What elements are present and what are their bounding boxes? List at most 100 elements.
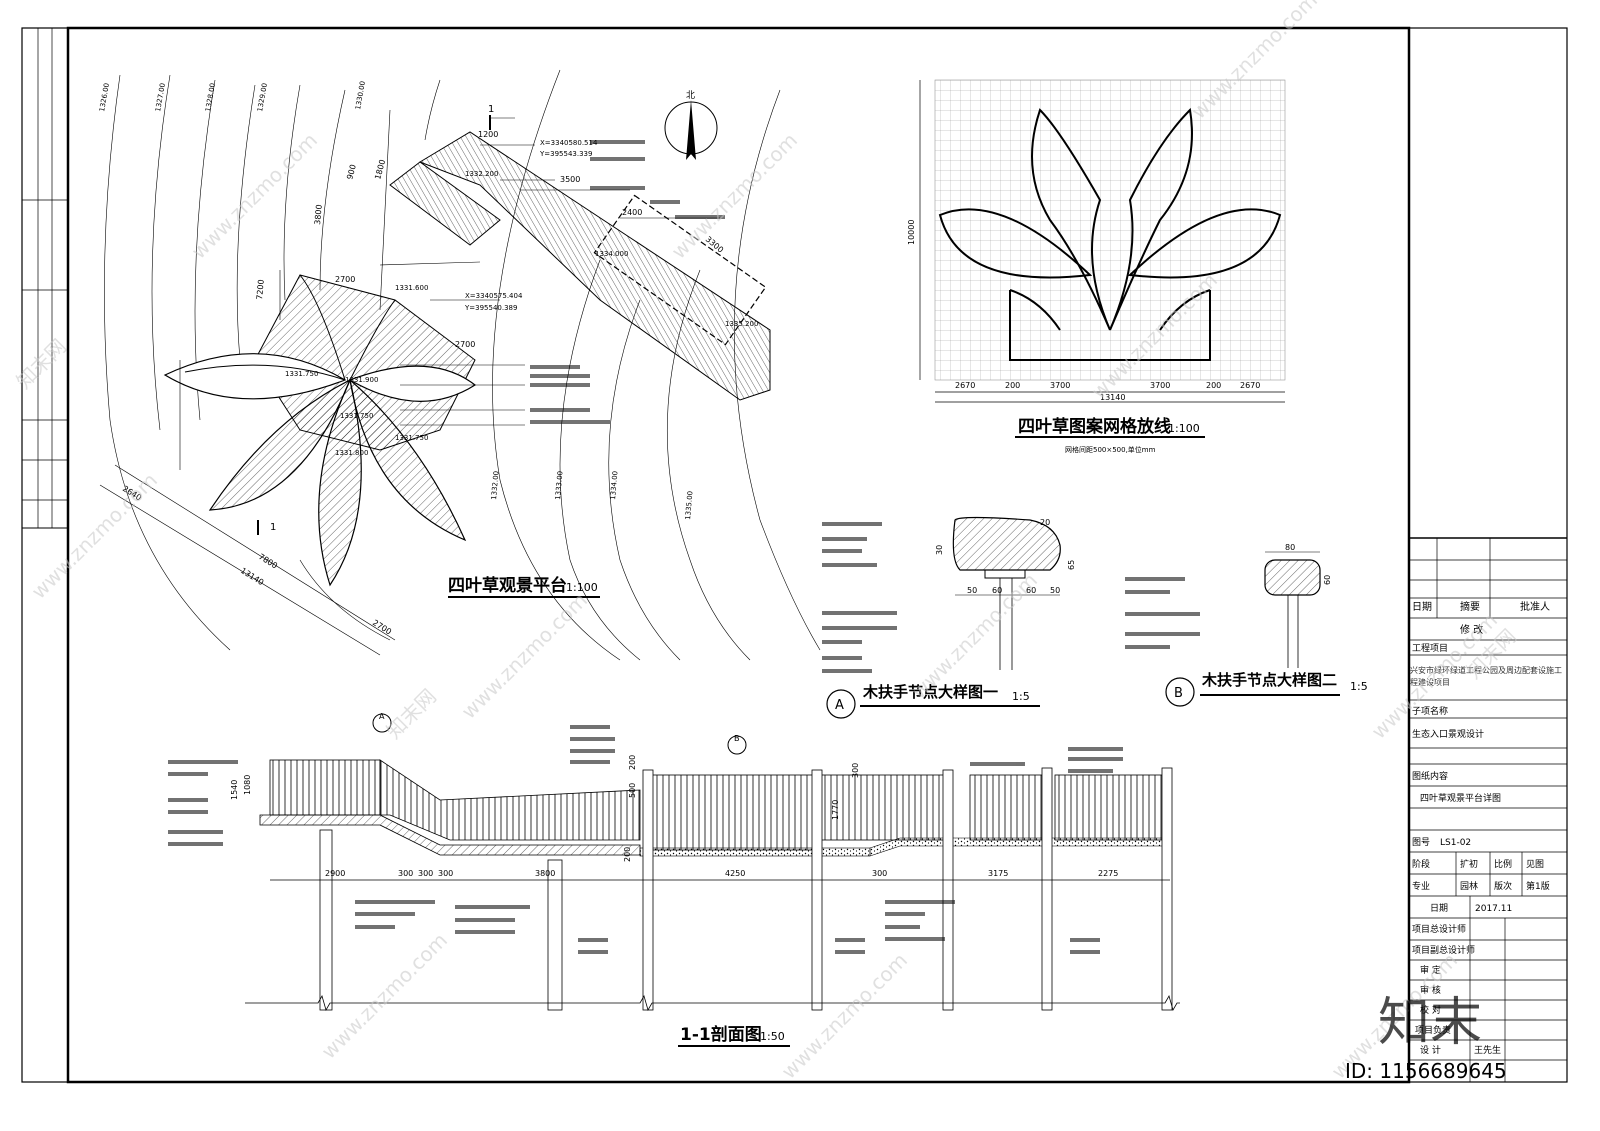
section-height: 1080 xyxy=(243,775,252,795)
drawing-frame xyxy=(66,26,1411,1084)
detail-a-dim: 60 xyxy=(992,586,1002,595)
detail-b-dim: 60 xyxy=(1323,575,1332,585)
coord-y2: Y=395540.389 xyxy=(464,304,517,312)
north-arrow: 北 xyxy=(664,90,718,160)
section-height: 300 xyxy=(851,763,860,778)
contour-label: 1326.00 xyxy=(98,82,111,112)
dim-label: 3800 xyxy=(313,204,324,225)
detail-b-title: 木扶手节点大样图二 xyxy=(1201,671,1337,689)
grid-height: 10000 xyxy=(907,220,916,245)
left-signature-strip xyxy=(21,27,69,529)
section-dim: 2900 xyxy=(325,869,345,878)
watermark-id: ID: 1156689645 xyxy=(1345,1059,1507,1083)
dim-label: 7200 xyxy=(255,279,266,300)
dim-label: 1800 xyxy=(373,159,387,181)
boardwalk-plan xyxy=(389,131,771,401)
watermark-text: www.znzmo.com xyxy=(667,128,803,264)
dim-label: 7800 xyxy=(257,552,279,570)
section-dim: 2275 xyxy=(1098,869,1118,878)
tb-designer-value: 王先生 xyxy=(1474,1044,1501,1056)
dim-label: 2700 xyxy=(335,275,355,284)
tb-rev-summary: 摘要 xyxy=(1460,600,1480,613)
detail-a-dim: 60 xyxy=(1026,586,1036,595)
tb-stage-value: 扩初 xyxy=(1460,858,1478,870)
grid-dim: 200 xyxy=(1206,381,1221,390)
detail-b: 80 60 B 木扶手节点大样图二 1:5 xyxy=(1125,543,1368,707)
title-block: 日期 摘要 批准人 修 改 工程项目 兴安市绿环绿道工程公园及周边配套设施工程建… xyxy=(1409,537,1567,1082)
grid-dim: 3700 xyxy=(1050,381,1070,390)
tb-role: 审 核 xyxy=(1420,984,1441,996)
elevation-label: 1335.200 xyxy=(725,320,758,328)
tb-discipline-value: 园林 xyxy=(1460,880,1478,892)
elevation-label: 1331.600 xyxy=(395,284,428,292)
section-height: 1540 xyxy=(230,780,239,800)
tb-role: 校 对 xyxy=(1420,1004,1441,1016)
tb-content-value: 四叶草观景平台详图 xyxy=(1420,792,1501,804)
tb-role: 项目负责 xyxy=(1415,1024,1451,1036)
detail-b-badge: B xyxy=(1174,686,1183,701)
elevation-label: 1331.900 xyxy=(345,376,378,384)
section-dim: 300 xyxy=(398,869,413,878)
tb-version: 版次 xyxy=(1494,880,1512,892)
watermark-text: www.znzmo.com xyxy=(777,948,913,1084)
section-dim: 3175 xyxy=(988,869,1008,878)
grid-note: 网格间距500×500,单位mm xyxy=(1065,445,1156,454)
elevation-label: 1331.800 xyxy=(335,449,368,457)
section-dim: 3800 xyxy=(535,869,555,878)
section-title: 1-1剖面图 xyxy=(680,1024,762,1045)
tb-stage: 阶段 xyxy=(1412,858,1430,870)
section-dim: 300 xyxy=(438,869,453,878)
north-label: 北 xyxy=(686,90,695,101)
watermark-site: 知末网 xyxy=(382,684,441,743)
section-height: 1770 xyxy=(831,800,840,820)
detail-a-dim: 30 xyxy=(935,545,944,555)
detail-a-dim: 65 xyxy=(1067,560,1076,570)
plan-scale: 1:100 xyxy=(566,581,598,594)
tb-role: 设 计 xyxy=(1420,1044,1441,1056)
detail-a-dim: 20 xyxy=(1040,518,1050,527)
tb-version-value: 第1版 xyxy=(1526,880,1550,892)
section-height: 500 xyxy=(628,783,637,798)
grid-dim: 2670 xyxy=(1240,381,1260,390)
detail-a-scale: 1:5 xyxy=(1012,690,1030,703)
contour-labels: 1326.00 1327.00 1328.00 1329.00 1330.00 … xyxy=(98,80,694,520)
tb-drawing-no: 图号 xyxy=(1412,837,1430,848)
contour-label: 1334.00 xyxy=(609,471,619,501)
dim-label: 2700 xyxy=(371,618,393,636)
tb-role: 审 定 xyxy=(1420,964,1441,976)
plan-notes xyxy=(530,140,725,424)
grid-diagram: 2670 200 3700 3700 200 2670 13140 10000 … xyxy=(907,79,1286,454)
detail-a-dim: 50 xyxy=(1050,586,1060,595)
dim-label: 1200 xyxy=(478,130,498,139)
tb-drawing-no-value: LS1-02 xyxy=(1440,838,1471,848)
grid-dim: 3700 xyxy=(1150,381,1170,390)
watermark-site: 知末网 xyxy=(12,334,71,393)
elevation-label: 1331.750 xyxy=(395,434,428,442)
grid-title: 四叶草图案网格放线 xyxy=(1018,416,1171,437)
section-scale: 1:50 xyxy=(760,1030,785,1043)
tb-rev-label: 修 改 xyxy=(1460,623,1483,636)
coord-y1: Y=395543.339 xyxy=(539,150,592,158)
detail-a-badge: A xyxy=(835,698,844,713)
grid-total: 13140 xyxy=(1100,393,1125,402)
tb-ratio: 比例 xyxy=(1494,858,1512,870)
section-dim: 300 xyxy=(872,869,887,878)
watermark-text: www.znzmo.com xyxy=(317,928,453,1064)
tb-ratio-value: 见图 xyxy=(1526,859,1544,870)
tb-discipline: 专业 xyxy=(1412,880,1430,892)
dim-label: 2700 xyxy=(455,340,475,349)
section-mark: 1 xyxy=(488,104,494,115)
tb-role: 项目总设计师 xyxy=(1412,923,1466,935)
elevation-label: 1334.000 xyxy=(595,250,628,258)
grid-dim: 2670 xyxy=(955,381,975,390)
contour-label: 1329.00 xyxy=(256,82,269,112)
tb-rev-approver: 批准人 xyxy=(1520,600,1550,613)
watermark-text: www.znzmo.com xyxy=(27,468,163,604)
tb-subitem-label: 子项名称 xyxy=(1412,705,1448,717)
section-dim: 300 xyxy=(418,869,433,878)
section-callout: A xyxy=(379,712,385,721)
clover-platform xyxy=(163,274,477,587)
tb-subitem-value: 生态入口景观设计 xyxy=(1412,728,1484,740)
contour-label: 1330.00 xyxy=(354,80,367,110)
